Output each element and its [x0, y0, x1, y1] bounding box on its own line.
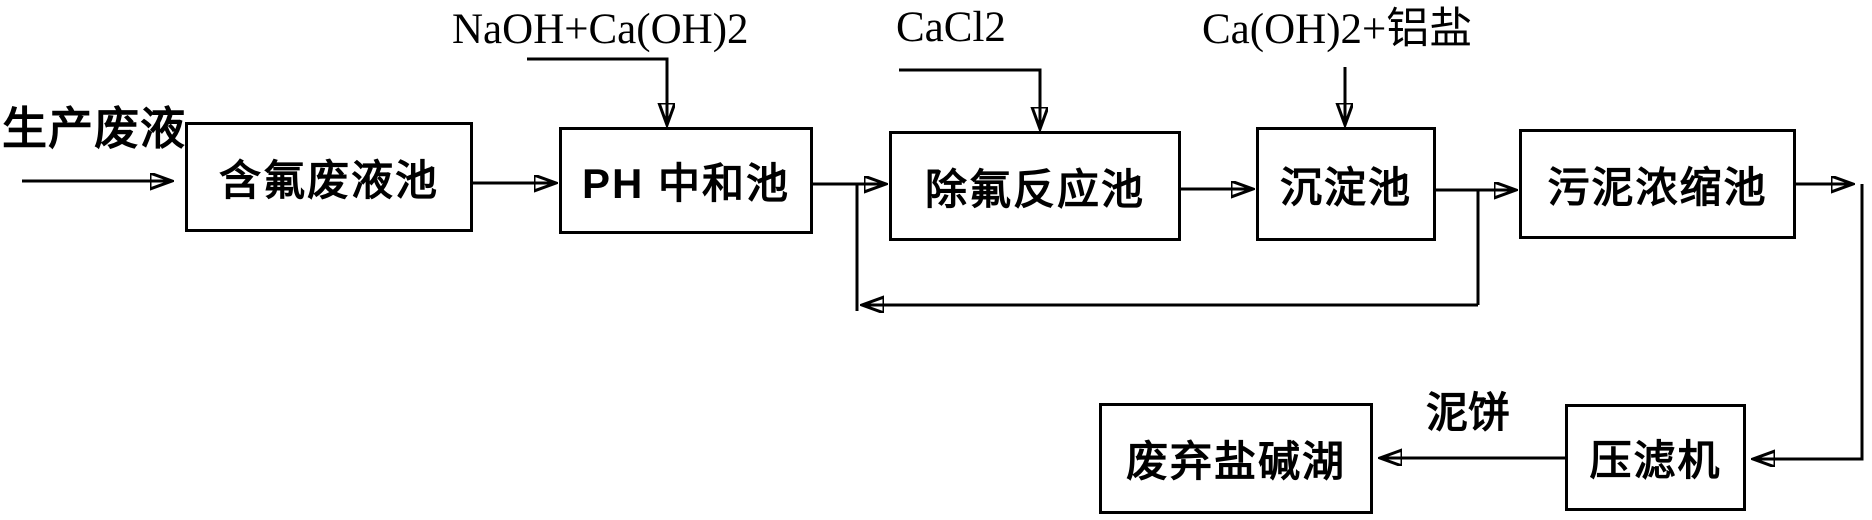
node-label: 污泥浓缩池	[1547, 163, 1768, 211]
arrow-naoh-feed	[527, 57, 667, 125]
node-label: PH 中和池	[581, 160, 790, 207]
node-sedimentation-pool: 沉淀池	[1256, 127, 1436, 241]
arrow-downpipe-to-filter-press	[1753, 184, 1864, 459]
label-production-waste-liquid: 生产废液	[2, 103, 187, 154]
node-label: 含氟废液池	[218, 156, 439, 204]
label-reagent-naoh-caoh2: NaOH+Ca(OH)2	[452, 6, 749, 53]
node-label: 除氟反应池	[924, 165, 1145, 213]
node-label: 废弃盐碱湖	[1125, 438, 1346, 485]
node-sludge-thickening-pool: 污泥浓缩池	[1519, 129, 1796, 239]
node-fluoride-removal-reaction-pool: 除氟反应池	[889, 131, 1181, 241]
node-fluoride-waste-pool: 含氟废液池	[185, 122, 473, 232]
node-abandoned-salt-alkali-lake: 废弃盐碱湖	[1099, 403, 1373, 514]
label-reagent-cacl2: CaCl2	[896, 4, 1006, 51]
label-mud-cake: 泥饼	[1426, 389, 1511, 436]
node-label: 沉淀池	[1279, 163, 1412, 211]
node-ph-neutralization-pool: PH 中和池	[559, 127, 813, 234]
node-filter-press: 压滤机	[1565, 404, 1746, 511]
label-reagent-caoh2-aluminum-salt: Ca(OH)2+铝盐	[1202, 6, 1473, 53]
node-label: 压滤机	[1589, 437, 1722, 484]
arrow-cacl2-feed	[899, 68, 1040, 129]
